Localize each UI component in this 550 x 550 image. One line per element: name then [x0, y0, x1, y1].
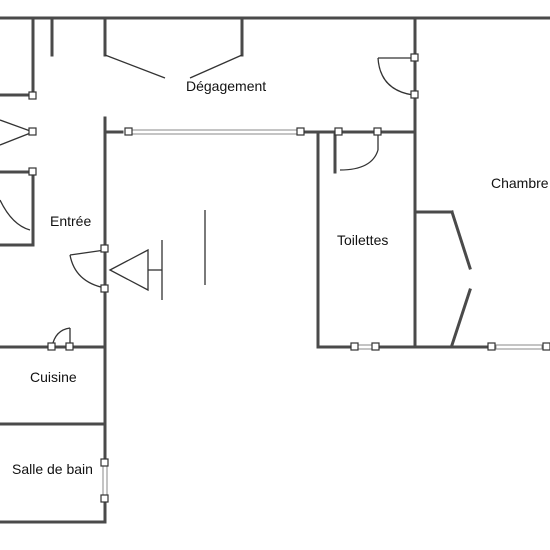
- window-bottom-chambre: [495, 344, 543, 350]
- room-labels: Dégagement Entrée Toilettes Chambre Cuis…: [12, 78, 549, 477]
- door-degagement-left: [104, 54, 166, 79]
- marker: [334, 127, 343, 136]
- walls: [0, 16, 550, 524]
- marker: [28, 91, 37, 100]
- door-closet-c: [0, 199, 31, 231]
- marker: [296, 127, 305, 136]
- label-cuisine: Cuisine: [30, 369, 77, 385]
- marker: [100, 494, 109, 503]
- window-bottom-toilettes: [357, 344, 373, 350]
- marker: [487, 342, 496, 351]
- wall-chambre-closet-bot: [450, 288, 472, 347]
- marker: [371, 342, 380, 351]
- label-degagement: Dégagement: [186, 78, 266, 94]
- door-entree-leaf: [69, 249, 106, 256]
- marker: [124, 127, 133, 136]
- door-top-right-arc: [377, 57, 414, 96]
- marker: [410, 90, 419, 99]
- marker: [100, 284, 109, 293]
- windows: [102, 129, 543, 499]
- window-living-top: [127, 129, 301, 135]
- window-sdb: [102, 463, 108, 499]
- label-entree: Entrée: [50, 213, 91, 229]
- marker: [100, 244, 109, 253]
- door-closet-b: [0, 131, 34, 146]
- label-chambre: Chambre: [491, 175, 549, 191]
- marker: [65, 342, 74, 351]
- door-entree-arc: [69, 254, 106, 289]
- door-degagement-right: [189, 54, 243, 79]
- marker: [350, 342, 359, 351]
- marker: [542, 342, 550, 351]
- marker: [28, 127, 37, 136]
- label-salle-de-bain: Salle de bain: [12, 461, 93, 477]
- label-toilettes: Toilettes: [337, 232, 388, 248]
- wall-chambre-closet-mid: [450, 210, 472, 270]
- marker: [28, 167, 37, 176]
- marker: [373, 127, 382, 136]
- entrance-arrow: [108, 248, 149, 292]
- marker: [47, 342, 56, 351]
- door-closet-a: [0, 119, 34, 133]
- markers: [28, 53, 550, 503]
- doors: [0, 54, 415, 348]
- marker: [100, 458, 109, 467]
- door-toilettes-arc: [339, 149, 379, 171]
- marker: [410, 53, 419, 62]
